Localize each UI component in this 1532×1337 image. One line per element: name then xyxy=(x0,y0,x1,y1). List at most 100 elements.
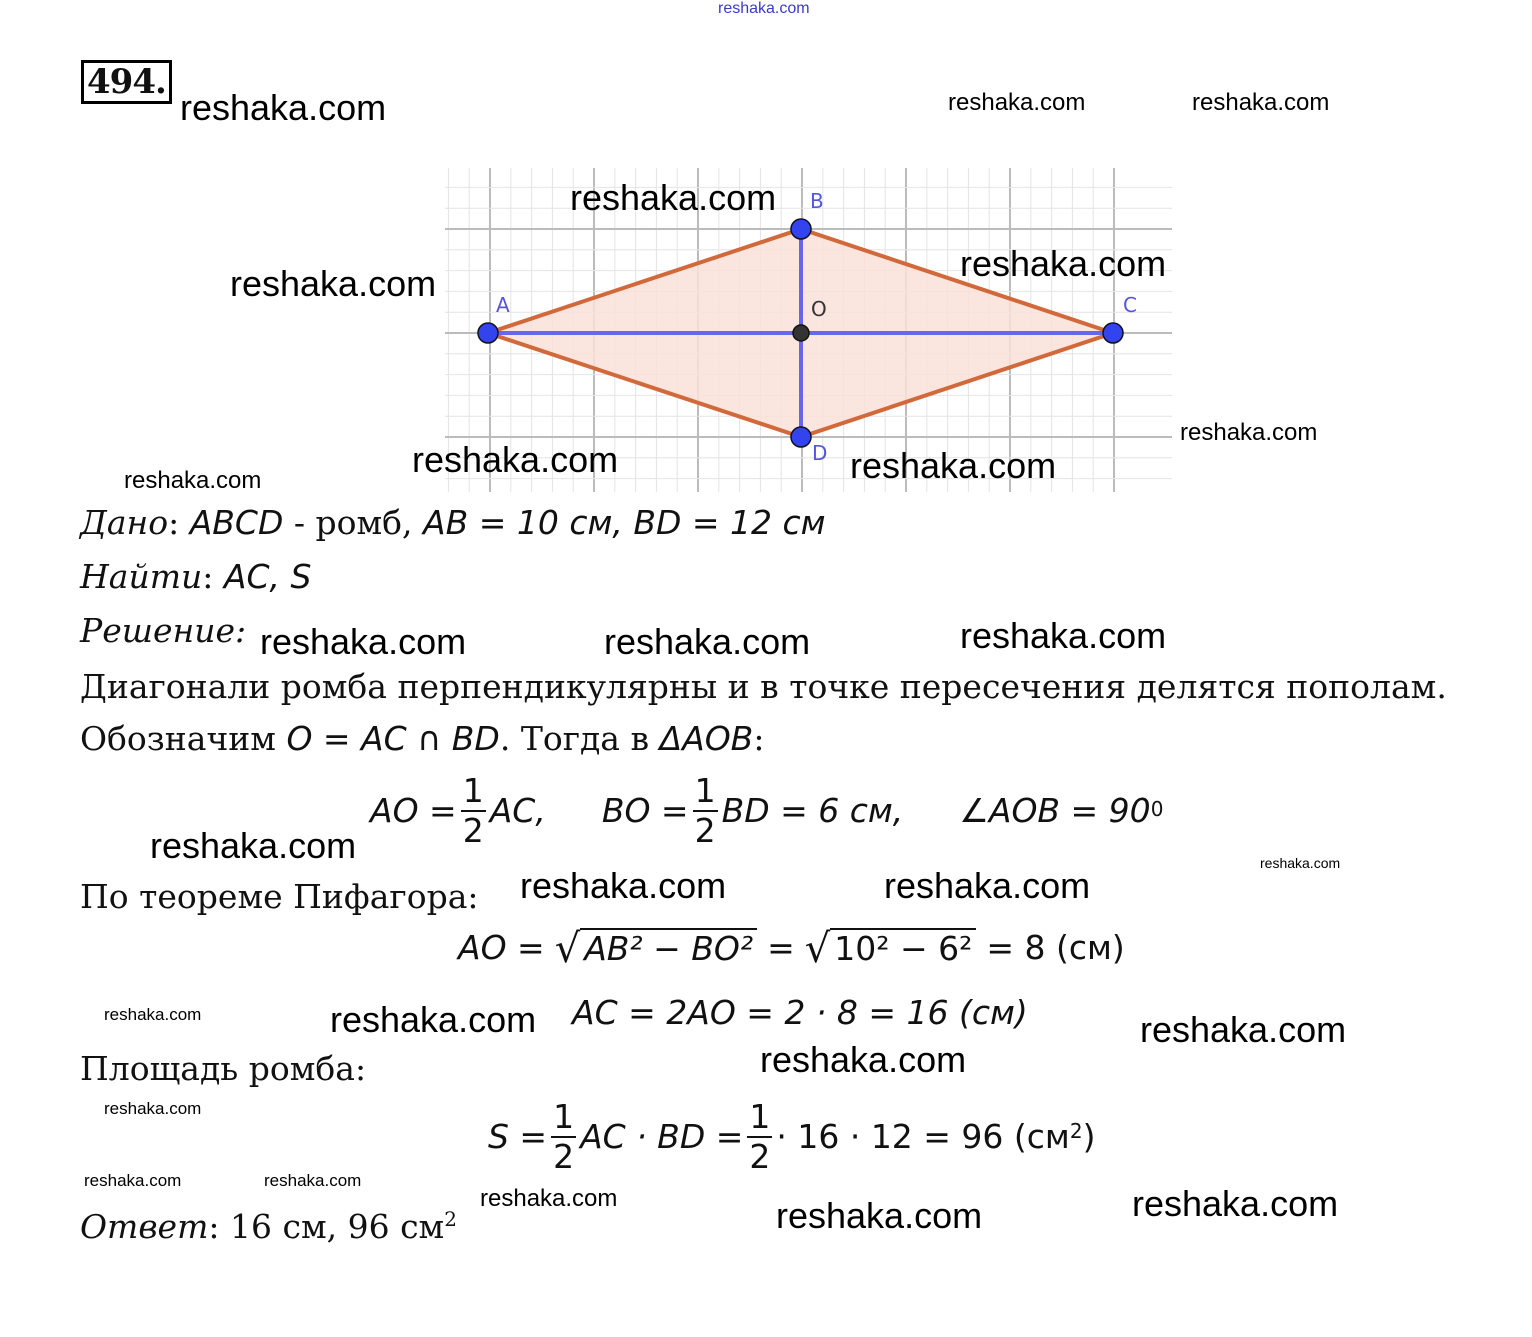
watermark: reshaka.com xyxy=(150,825,357,866)
watermark: reshaka.com xyxy=(570,177,777,218)
close-paren: ) xyxy=(1082,1117,1096,1156)
notation-pre: Обозначим xyxy=(80,719,287,758)
denominator: 2 xyxy=(694,811,716,850)
watermark: reshaka.com xyxy=(84,1171,182,1190)
square-sup: 2 xyxy=(1069,1119,1083,1143)
watermark: reshaka.com xyxy=(1132,1183,1339,1224)
watermark: reshaka.com xyxy=(948,89,1086,116)
watermark: reshaka.com xyxy=(412,439,619,480)
numerator: 1 xyxy=(551,1097,577,1138)
ac-term: AC, xyxy=(489,791,546,830)
label-o: O xyxy=(811,297,827,321)
watermark: reshaka.com xyxy=(480,1185,618,1212)
point-o xyxy=(792,324,810,342)
equals: = xyxy=(767,928,795,967)
degree-sup: 0 xyxy=(1150,797,1164,821)
label-c: C xyxy=(1123,293,1137,317)
denominator: 2 xyxy=(553,1137,575,1176)
radical-sign: √ xyxy=(554,926,581,972)
sqrt-1: √AB² − BO² xyxy=(554,926,758,972)
diagonals-statement: Диагонали ромба перпендикулярны и в точк… xyxy=(80,667,1447,706)
watermark: reshaka.com xyxy=(776,1195,983,1236)
watermark: reshaka.com xyxy=(180,87,387,128)
watermark: reshaka.com xyxy=(520,865,727,906)
watermark: reshaka.com xyxy=(850,445,1057,486)
watermark: reshaka.com xyxy=(960,615,1167,656)
answer-square: 2 xyxy=(444,1207,457,1231)
problem-number: 494. xyxy=(81,60,172,104)
area-result: · 16 · 12 = 96 (см xyxy=(776,1117,1070,1156)
answer-line: Ответ: 16 см, 96 см2 xyxy=(80,1200,457,1246)
notation-line: Обозначим O = AC ∩ BD. Тогда в ΔAOB: xyxy=(80,720,764,758)
notation-post: : xyxy=(753,719,765,758)
notation-math: O = AC ∩ BD xyxy=(286,719,500,758)
ao-result: = 8 (см) xyxy=(986,928,1125,967)
sqrt-2: √10² − 6² xyxy=(804,926,977,972)
label-a: A xyxy=(496,293,510,317)
pythagoras-label: По теореме Пифагора: xyxy=(80,877,479,916)
point-a xyxy=(477,322,499,344)
denominator: 2 xyxy=(749,1137,771,1176)
area-formula: AC · BD = xyxy=(580,1117,744,1156)
radicand-1: AB² − BO² xyxy=(580,928,758,968)
watermark: reshaka.com xyxy=(1180,419,1318,446)
find-line: Найти: AC, S xyxy=(80,558,311,596)
numerator: 1 xyxy=(460,771,486,812)
watermark: reshaka.com xyxy=(104,1099,202,1118)
find-label: Найти xyxy=(80,557,203,596)
given-type: - ромб, xyxy=(283,503,424,542)
radicand-2: 10² − 6² xyxy=(830,928,977,968)
watermark: reshaka.com xyxy=(104,1005,202,1024)
given-bd: BD = 12 см xyxy=(633,503,826,542)
watermark: reshaka.com xyxy=(760,1039,967,1080)
given-figure: ABCD xyxy=(189,503,284,542)
rhombus-figure: A B C D O xyxy=(445,168,1172,492)
given-ab: AB = 10 см, xyxy=(423,503,634,542)
bd-term: BD = 6 см, xyxy=(721,791,904,830)
label-d: D xyxy=(812,441,827,465)
point-b xyxy=(790,218,812,240)
watermark: reshaka.com xyxy=(264,1171,362,1190)
watermark: reshaka.com xyxy=(124,467,262,494)
watermark: reshaka.com xyxy=(1260,855,1341,871)
watermark: reshaka.com xyxy=(604,621,811,662)
answer-label: Ответ xyxy=(80,1207,209,1246)
given-line: Дано: ABCD - ромб, AB = 10 см, BD = 12 с… xyxy=(80,504,826,542)
watermark: reshaka.com xyxy=(884,865,1091,906)
formula-ac: AC = 2AO = 2 · 8 = 16 (см) xyxy=(572,993,1028,1032)
answer-values: : 16 см, 96 см xyxy=(208,1207,445,1246)
ao-eq: AO = xyxy=(370,791,457,830)
formula-ao: AO = √AB² − BO² = √10² − 6² = 8 (см) xyxy=(458,926,1125,972)
notation-triangle: ΔAOB xyxy=(659,719,754,758)
watermark: reshaka.com xyxy=(260,621,467,662)
find-colon: : xyxy=(202,557,224,596)
s-eq: S = xyxy=(488,1117,548,1156)
bo-eq: BO = xyxy=(601,791,689,830)
watermark: reshaka.com xyxy=(1140,1009,1347,1050)
notation-mid: . Тогда в xyxy=(499,719,660,758)
radical-sign: √ xyxy=(804,926,831,972)
angle-aob: ∠AOB = 90 xyxy=(959,791,1151,830)
given-colon: : xyxy=(168,503,190,542)
denominator: 2 xyxy=(462,811,484,850)
watermark: reshaka.com xyxy=(960,243,1167,284)
watermark: reshaka.com xyxy=(1192,89,1330,116)
numerator: 1 xyxy=(747,1097,773,1138)
label-b: B xyxy=(810,189,824,213)
find-values: AC, S xyxy=(223,557,312,596)
watermark: reshaka.com xyxy=(718,0,810,17)
point-c xyxy=(1102,322,1124,344)
numerator: 1 xyxy=(692,771,718,812)
ao-lhs: AO = xyxy=(458,928,545,967)
watermark: reshaka.com xyxy=(230,263,437,304)
watermark: reshaka.com xyxy=(330,999,537,1040)
area-label: Площадь ромба: xyxy=(80,1049,367,1088)
given-label: Дано xyxy=(80,503,169,542)
point-d xyxy=(790,426,812,448)
